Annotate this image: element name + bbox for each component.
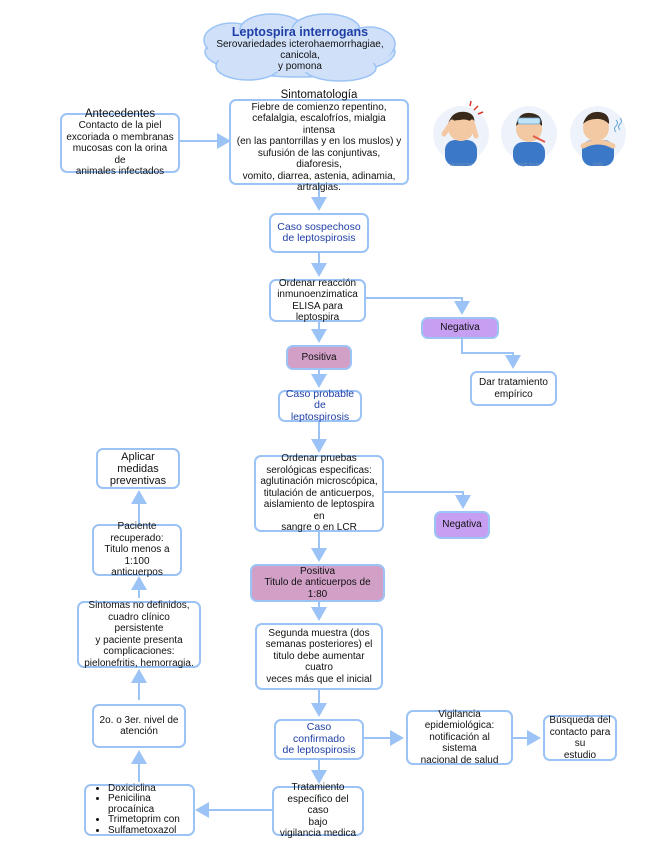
caso-probable-label: Caso probable de leptospirosis xyxy=(285,387,355,423)
caso-sospechoso-box: Caso sospechoso de leptospirosis xyxy=(269,213,369,253)
positiva-titulo-label: Positiva Titulo de anticuerpos de 1:80 xyxy=(264,565,371,600)
ordenar-pruebas-label: Ordenar pruebas serológicas especificas:… xyxy=(260,453,378,534)
caso-probable-box: Caso probable de leptospirosis xyxy=(278,387,362,423)
medidas-preventivas-box: Aplicar medidas preventivas xyxy=(96,448,180,489)
tratamiento-label: Tratamiento específico del caso bajo vig… xyxy=(279,782,357,840)
headache-person-icon: headache xyxy=(432,96,490,174)
nivel-atencion-box: 2o. o 3er. nivel de atención xyxy=(92,704,186,748)
segunda-muestra-box: Segunda muestra (dos semanas posteriores… xyxy=(255,623,383,690)
diagram-title: Leptospira interrogans xyxy=(231,25,369,39)
negativa-label-1: Negativa xyxy=(440,322,480,334)
dar-tratamiento-label: Dar tratamiento empírico xyxy=(479,377,548,400)
fever-person-icon: high fever xyxy=(500,96,558,174)
caso-confirmado-box: Caso confirmado de leptospirosis xyxy=(274,719,364,760)
ordenar-pruebas-box: Ordenar pruebas serológicas especificas:… xyxy=(254,453,384,534)
positiva-titulo-box: Positiva Titulo de anticuerpos de 1:80 xyxy=(250,564,385,602)
paciente-recuperado-label: Paciente recuperado: Titulo menos a 1:10… xyxy=(104,521,170,579)
vigilancia-box: Vigilancia epidemiológica: notificación … xyxy=(406,708,513,766)
chills-person-icon: chills xyxy=(569,96,627,174)
antecedentes-box: Antecedentes Contacto de la piel excoria… xyxy=(60,108,180,177)
ordenar-elisa-box: Ordenar reacción inmunoenzimatica ELISA … xyxy=(269,277,366,324)
dar-tratamiento-box: Dar tratamiento empírico xyxy=(470,371,557,406)
chills-caption: chills xyxy=(592,162,604,168)
caso-confirmado-label: Caso confirmado de leptospirosis xyxy=(282,721,356,757)
positiva-box-1: Positiva xyxy=(286,345,352,370)
medicamento-item: Sulfametoxazol xyxy=(108,825,189,837)
caso-sospechoso-label: Caso sospechoso de leptospirosis xyxy=(277,220,361,244)
arrow-pruebas-to-negativa xyxy=(384,491,471,509)
serovariedades-text: Serovariedades icterohaemorrhagiae, cani… xyxy=(216,39,384,72)
positiva-label-1: Positiva xyxy=(301,351,337,363)
antecedentes-body: Contacto de la piel excoriada o membrana… xyxy=(66,120,174,177)
segunda-muestra-label: Segunda muestra (dos semanas posteriores… xyxy=(265,627,373,685)
sintomatologia-title: Sintomatología xyxy=(280,89,358,102)
medicamentos-box: Doxiciclina Penicilina procaínica Trimet… xyxy=(84,783,195,837)
ordenar-elisa-label: Ordenar reacción inmunoenzimatica ELISA … xyxy=(277,277,358,324)
busqueda-label: Búsqueda del contacto para su estudio xyxy=(549,715,611,761)
negativa-label-2: Negativa xyxy=(442,519,482,531)
vigilancia-label: Vigilancia epidemiológica: notificación … xyxy=(420,708,499,766)
busqueda-box: Búsqueda del contacto para su estudio xyxy=(543,715,617,761)
nivel-atencion-label: 2o. o 3er. nivel de atención xyxy=(99,714,179,738)
headache-caption: headache xyxy=(450,162,472,168)
medicamento-item: Penicilina procaínica xyxy=(108,794,189,815)
arrow-negativa-to-tratamiento xyxy=(461,339,521,369)
antecedentes-title: Antecedentes xyxy=(84,107,156,120)
sintomas-no-definidos-label: Sintomas no definidos, cuadro clínico pe… xyxy=(84,600,194,669)
sintomatologia-box: Sintomatología Fiebre de comienzo repent… xyxy=(229,90,409,193)
fever-caption: high fever xyxy=(518,162,540,168)
sintomas-no-definidos-box: Sintomas no definidos, cuadro clínico pe… xyxy=(77,600,201,669)
negativa-box-2: Negativa xyxy=(434,511,490,539)
paciente-recuperado-box: Paciente recuperado: Titulo menos a 1:10… xyxy=(92,521,182,579)
medicamento-item: Trimetoprim con xyxy=(108,815,189,826)
medicamentos-list: Doxiciclina Penicilina procaínica Trimet… xyxy=(90,783,189,837)
arrow-elisa-to-negativa xyxy=(366,297,470,315)
sintomatologia-body: Fiebre de comienzo repentino, cefalalgia… xyxy=(236,101,402,194)
medicamento-item: Doxiciclina xyxy=(108,783,189,795)
tratamiento-box: Tratamiento específico del caso bajo vig… xyxy=(272,782,364,839)
negativa-box-1: Negativa xyxy=(421,317,499,339)
cloud-label: Leptospira interrogans Serovariedades ic… xyxy=(205,25,395,72)
medidas-preventivas-label: Aplicar medidas preventivas xyxy=(109,450,167,487)
